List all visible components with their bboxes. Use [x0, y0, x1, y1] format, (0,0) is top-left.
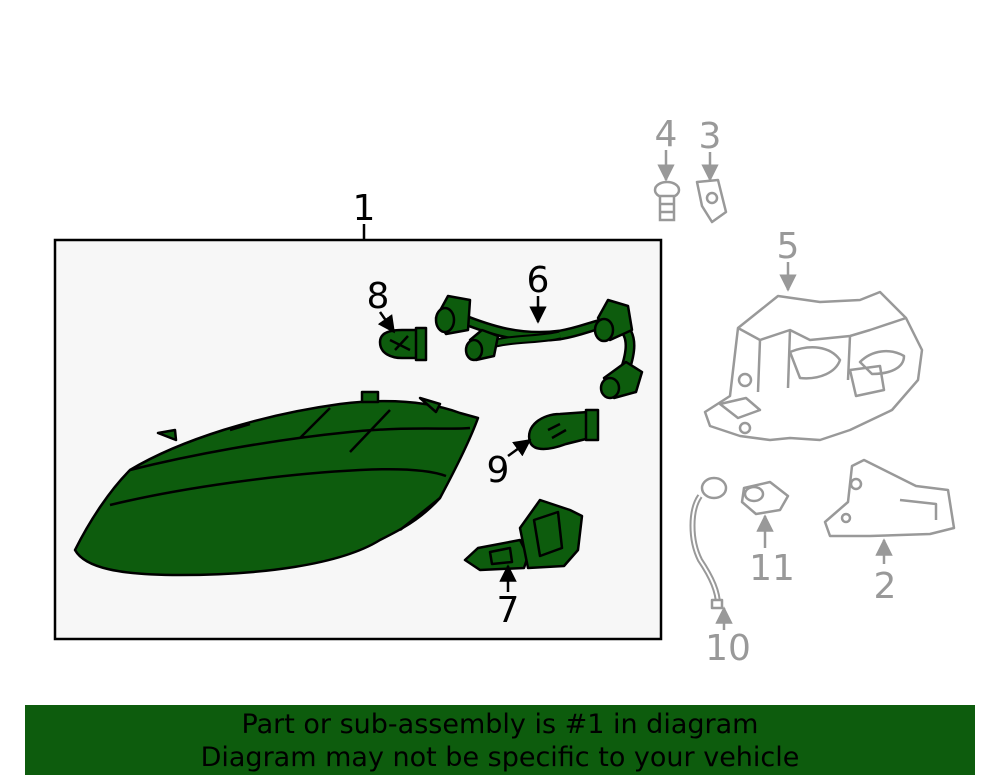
callout-4[interactable]: 4	[655, 114, 678, 155]
callout-8-leader	[377, 311, 396, 334]
callout-1[interactable]: 1	[353, 188, 376, 229]
callout-3[interactable]: 3	[699, 116, 722, 157]
clip-3[interactable]	[695, 178, 728, 224]
callout-9-leader	[507, 438, 532, 458]
grommet-11[interactable]	[740, 480, 790, 516]
notice-line-2: Diagram may not be specific to your vehi…	[200, 742, 800, 773]
notice-line-1: Part or sub-assembly is #1 in diagram	[241, 709, 759, 740]
bulb-7[interactable]	[463, 498, 584, 572]
callout-5[interactable]: 5	[777, 226, 800, 267]
callout-11[interactable]: 11	[749, 548, 795, 589]
wire-10[interactable]	[689, 476, 728, 610]
bulb-9[interactable]	[527, 408, 600, 451]
socket-harness-6[interactable]	[434, 294, 644, 400]
callout-6[interactable]: 6	[527, 260, 550, 301]
callout-2[interactable]: 2	[874, 566, 897, 607]
notice-banner: Part or sub-assembly is #1 in diagram Di…	[25, 705, 975, 775]
mounting-bracket-5[interactable]	[703, 290, 924, 442]
callout-10[interactable]: 10	[705, 628, 751, 669]
bulb-8[interactable]	[378, 326, 428, 362]
callout-7[interactable]: 7	[497, 590, 520, 631]
callout-9[interactable]: 9	[487, 450, 510, 491]
bolt-4[interactable]	[653, 180, 681, 222]
callout-8[interactable]: 8	[367, 276, 390, 317]
bracket-2[interactable]	[823, 458, 956, 538]
headlamp-housing[interactable]	[73, 390, 480, 577]
